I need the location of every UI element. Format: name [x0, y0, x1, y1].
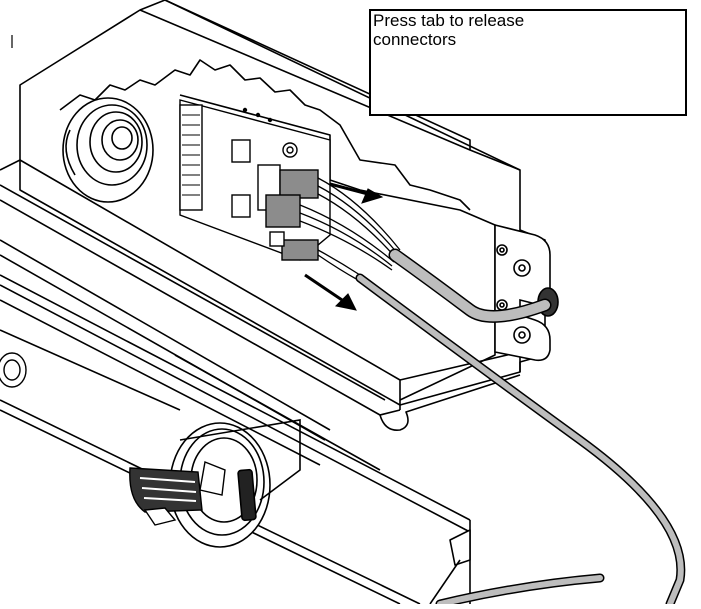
cable-bundle — [355, 248, 686, 609]
side-screw — [0, 352, 27, 388]
callout-box — [369, 9, 687, 116]
pinion-gear — [62, 97, 154, 203]
direction-arrows — [304, 182, 384, 311]
key — [129, 461, 226, 526]
mounting-bracket — [494, 223, 559, 362]
wire-harness — [299, 177, 401, 281]
wire-connectors — [265, 169, 319, 261]
callout-text: Press tab to release connectors — [373, 11, 525, 49]
pull-arrow-lower-head — [334, 293, 357, 311]
pull-arrow-upper-head — [361, 188, 384, 204]
pull-arrow-upper — [329, 182, 369, 196]
pull-arrow-lower — [304, 273, 346, 304]
